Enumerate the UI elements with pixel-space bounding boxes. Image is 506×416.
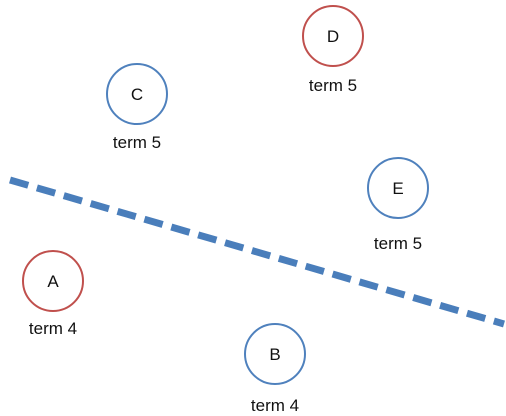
node-e-term: term 5 <box>374 234 422 253</box>
node-a: A term 4 <box>22 250 84 338</box>
node-d: D term 5 <box>302 5 364 95</box>
node-d-term: term 5 <box>309 76 357 95</box>
node-c-circle <box>106 63 168 125</box>
node-e: E term 5 <box>367 157 429 253</box>
node-a-letter: A <box>47 272 59 291</box>
node-c-term: term 5 <box>113 133 161 152</box>
node-d-letter: D <box>327 27 339 46</box>
node-c: C term 5 <box>106 63 168 152</box>
dashed-divider-line <box>9 176 505 328</box>
node-c-letter: C <box>131 85 143 104</box>
node-d-circle <box>302 5 364 67</box>
node-e-circle <box>367 157 429 219</box>
node-a-circle <box>22 250 84 312</box>
node-b-circle <box>244 323 306 385</box>
node-b-term: term 4 <box>251 396 299 415</box>
node-b-letter: B <box>269 345 280 364</box>
node-e-letter: E <box>392 179 403 198</box>
node-a-term: term 4 <box>29 319 77 338</box>
node-b: B term 4 <box>244 323 306 415</box>
